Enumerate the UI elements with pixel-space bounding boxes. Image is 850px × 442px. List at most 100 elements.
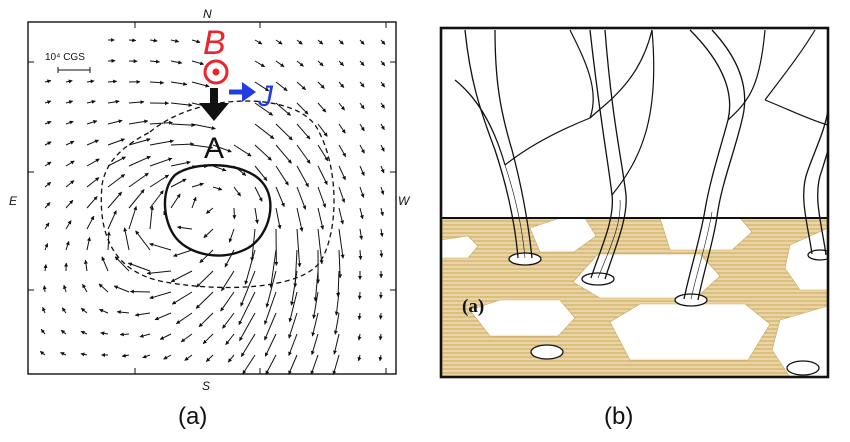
field-vector bbox=[263, 291, 277, 325]
force-arrow bbox=[199, 88, 229, 121]
field-vector bbox=[170, 178, 187, 188]
field-vector bbox=[202, 333, 214, 345]
field-vector bbox=[127, 262, 151, 272]
field-vector bbox=[359, 186, 365, 198]
panel-b: (a) (b) bbox=[439, 26, 830, 430]
field-vector bbox=[269, 249, 277, 288]
current-arrow bbox=[229, 82, 256, 102]
field-vector bbox=[98, 283, 109, 293]
field-vector bbox=[296, 165, 309, 188]
field-vector bbox=[264, 312, 277, 341]
field-vector bbox=[44, 141, 52, 146]
field-vector bbox=[275, 81, 288, 92]
current-symbol-j: J bbox=[257, 80, 274, 113]
field-vector bbox=[317, 186, 327, 208]
field-vector bbox=[170, 160, 191, 167]
field-vector bbox=[240, 270, 256, 307]
field-vector bbox=[99, 308, 109, 314]
field-vector bbox=[359, 102, 365, 110]
field-vector bbox=[359, 81, 365, 88]
field-vector bbox=[296, 207, 304, 232]
field-vector bbox=[171, 291, 193, 305]
field-vector bbox=[254, 186, 263, 202]
field-vector bbox=[338, 39, 344, 45]
field-vector bbox=[107, 79, 118, 84]
field-vector bbox=[170, 142, 195, 147]
field-vector bbox=[44, 243, 49, 251]
field-vector bbox=[42, 285, 47, 293]
field-vector bbox=[86, 215, 95, 230]
field-vector bbox=[128, 206, 138, 230]
field-vector bbox=[296, 144, 311, 164]
field-vector bbox=[142, 354, 151, 359]
field-vector bbox=[317, 165, 328, 185]
field-vector bbox=[212, 186, 223, 191]
field-vector bbox=[86, 196, 98, 209]
field-vector bbox=[254, 60, 266, 68]
field-vector bbox=[175, 312, 193, 325]
field-vector bbox=[128, 189, 145, 209]
field-vector bbox=[254, 123, 275, 140]
field-vector bbox=[149, 157, 173, 167]
field-vector bbox=[63, 284, 67, 293]
field-vector bbox=[203, 228, 214, 239]
field-vector bbox=[128, 155, 151, 167]
field-vector bbox=[191, 123, 216, 130]
field-vector bbox=[380, 39, 386, 45]
field-vector bbox=[65, 220, 72, 230]
field-vector bbox=[296, 228, 302, 268]
field-vector bbox=[275, 207, 282, 230]
field-vector bbox=[333, 312, 340, 335]
field-vector bbox=[170, 123, 196, 128]
field-vector bbox=[254, 165, 268, 182]
field-vector bbox=[180, 333, 193, 343]
field-vector bbox=[86, 99, 96, 104]
field-vector bbox=[114, 256, 130, 272]
field-vector bbox=[107, 138, 125, 146]
field-vector bbox=[265, 354, 277, 375]
field-vector bbox=[338, 165, 346, 181]
compass-south: S bbox=[202, 379, 210, 393]
field-vector bbox=[317, 81, 325, 89]
field-vector bbox=[205, 207, 214, 214]
field-vector bbox=[44, 222, 50, 230]
field-vector bbox=[290, 270, 298, 306]
field-vector bbox=[44, 79, 52, 84]
field-vector bbox=[191, 182, 204, 188]
field-vector bbox=[44, 181, 52, 188]
field-vector bbox=[86, 177, 100, 188]
field-vector bbox=[149, 291, 172, 300]
field-vector bbox=[317, 39, 324, 45]
field-vector bbox=[149, 190, 164, 209]
field-vector bbox=[65, 199, 74, 209]
field-vector bbox=[61, 307, 67, 314]
field-vector bbox=[265, 270, 277, 308]
field-vector bbox=[359, 60, 365, 67]
field-vector bbox=[240, 333, 256, 357]
field-vector bbox=[42, 306, 46, 314]
field-vector bbox=[296, 60, 304, 67]
field-vector bbox=[128, 100, 145, 105]
field-vector bbox=[275, 123, 293, 141]
field-vector bbox=[254, 102, 274, 116]
field-vector bbox=[101, 256, 109, 272]
field-vector bbox=[338, 207, 344, 225]
field-vector bbox=[65, 241, 70, 251]
field-vector bbox=[222, 312, 235, 329]
field-vector bbox=[244, 249, 256, 285]
field-vector bbox=[43, 264, 48, 272]
field-vector bbox=[86, 236, 91, 251]
field-vector bbox=[221, 270, 235, 292]
field-vector bbox=[60, 352, 67, 356]
field-vector bbox=[332, 354, 340, 375]
field-vector bbox=[170, 38, 180, 43]
field-vector bbox=[128, 172, 149, 188]
field-vector bbox=[378, 312, 383, 320]
field-vector bbox=[359, 207, 364, 220]
field-vector bbox=[154, 312, 172, 321]
field-vector bbox=[317, 207, 325, 230]
field-vector bbox=[173, 249, 193, 257]
field-vector bbox=[338, 81, 345, 88]
field-vector bbox=[296, 39, 303, 45]
